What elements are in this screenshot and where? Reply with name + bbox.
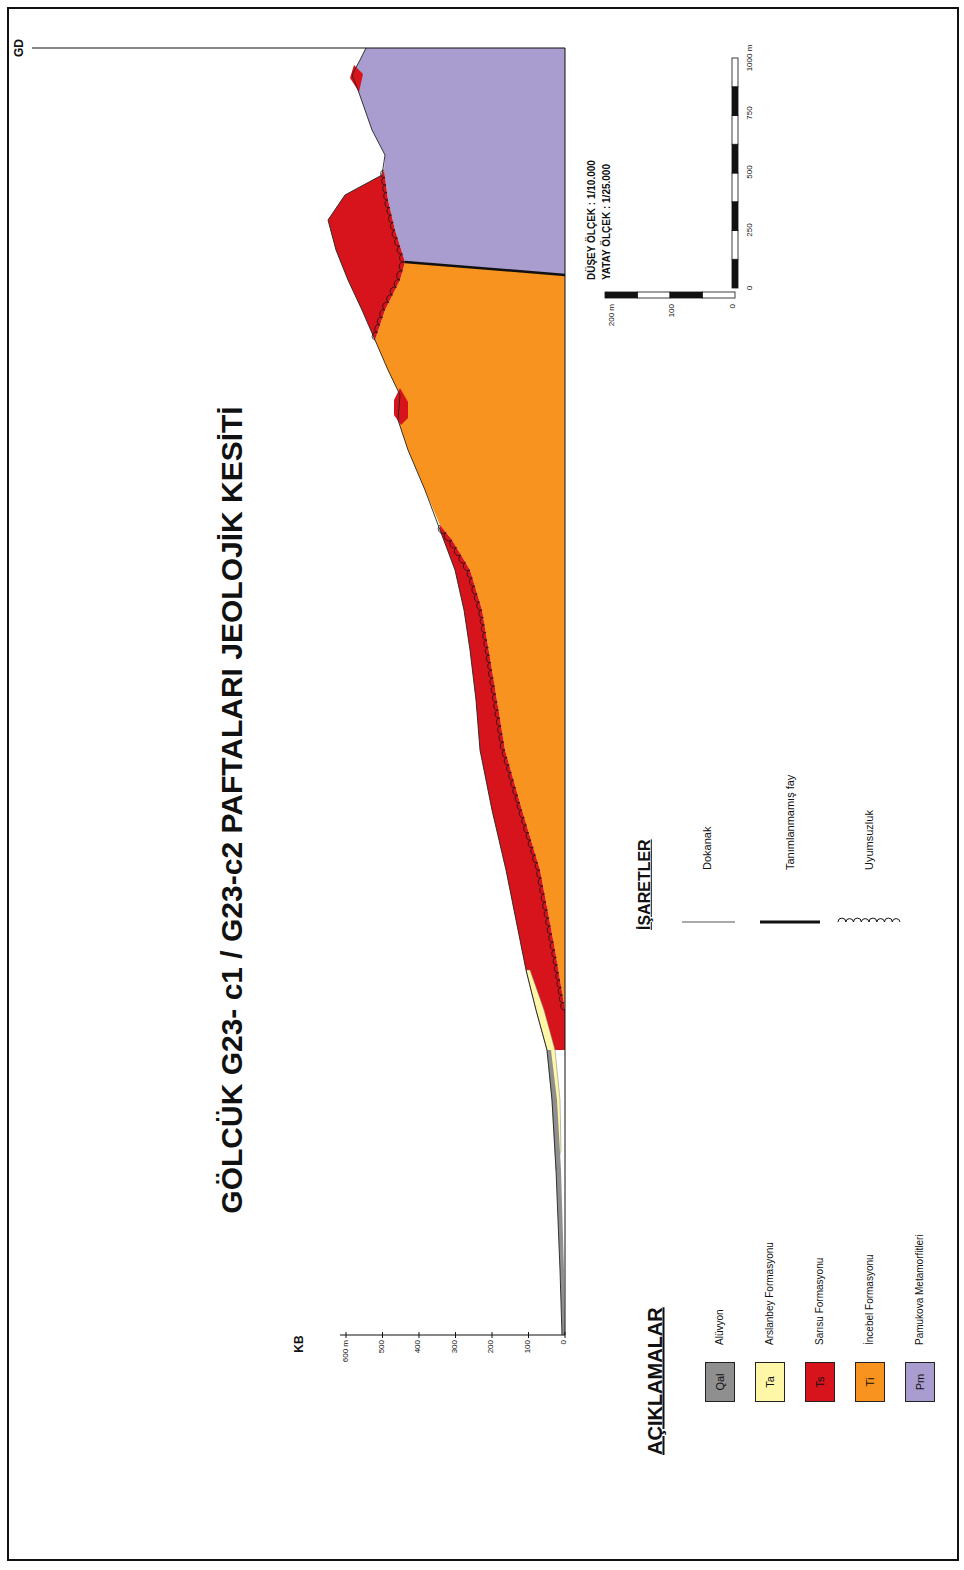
sarisu-unit — [440, 525, 565, 1050]
fault-sample — [760, 921, 820, 924]
legend-swatch: Qal — [705, 1362, 735, 1402]
scale-value: 100 — [667, 304, 676, 317]
unit-code: Ta — [764, 1376, 776, 1388]
legend-swatch: Ts — [805, 1362, 835, 1402]
axis-value: 100 — [523, 1340, 532, 1353]
scale-text: DÜŞEY ÖLÇEK : 1/10.000 — [586, 160, 598, 280]
legend-text: Sarısu Formasyonu — [814, 1258, 826, 1345]
unit-code: Pm — [914, 1374, 926, 1391]
scale-value: 250 — [745, 223, 754, 236]
scale-value: 500 — [745, 165, 754, 178]
legend-text: Pamukova Metamorfitleri — [914, 1234, 926, 1345]
vertical-scale-bar — [605, 292, 735, 298]
axis-value: 200 — [486, 1340, 495, 1353]
direction-label: KB — [293, 1335, 307, 1352]
frame — [8, 8, 958, 1560]
scale-value: 1000 m — [745, 45, 754, 72]
elevation-axis — [340, 1335, 565, 1336]
axis-value: 0 — [559, 1340, 568, 1344]
section-base — [565, 48, 566, 1335]
unconformity-lines — [372, 170, 565, 1010]
legend-text: Tanımlanmamış fay — [784, 775, 797, 870]
scale-value: 0 — [728, 304, 737, 308]
scale-value: 0 — [745, 286, 754, 290]
legend-swatch: Ta — [755, 1362, 785, 1402]
legend-text: İncebel Formasyonu — [864, 1254, 876, 1345]
unit-code: Ti — [864, 1378, 876, 1387]
legend-heading: İŞARETLER — [636, 839, 654, 930]
legend-text: Arslanbey Formasyonu — [764, 1242, 776, 1345]
contact-sample — [682, 922, 735, 923]
sarisu-unit — [394, 388, 408, 425]
horizontal-scale-bar — [732, 58, 738, 288]
alluvium-unit — [547, 1050, 565, 1335]
unconformity-sample — [838, 918, 900, 922]
legend-text: Alüvyon — [714, 1309, 726, 1345]
unit-code: Qal — [714, 1373, 726, 1390]
scale-value: 750 — [745, 106, 754, 119]
legend-swatch: Pm — [905, 1362, 935, 1402]
axis-value: 600 m — [341, 1340, 350, 1362]
fault-line — [405, 262, 565, 275]
legend-heading: AÇIKLAMALAR — [644, 1307, 667, 1455]
topographic-surface — [328, 48, 562, 1335]
sarisu-unit — [328, 170, 405, 340]
direction-label: GD — [13, 39, 27, 57]
sarisu-unit — [350, 65, 363, 92]
axis-value: 500 — [377, 1340, 386, 1353]
axis-ticks — [346, 1332, 565, 1338]
axis-value: 300 — [450, 1340, 459, 1353]
diagram-title: GÖLCÜK G23- c1 / G23-c2 PAFTALARI JEOLOJ… — [215, 406, 250, 1213]
section-end — [32, 48, 565, 49]
scale-value: 200 m — [607, 304, 616, 326]
legend-text: Uyumsuzluk — [863, 810, 876, 870]
legend-text: Dokanak — [701, 827, 714, 870]
axis-value: 400 — [413, 1340, 422, 1353]
legend-swatch: Ti — [855, 1362, 885, 1402]
scale-text: YATAY ÖLÇEK : 1/25.000 — [601, 164, 613, 280]
unit-code: Ts — [814, 1377, 826, 1388]
